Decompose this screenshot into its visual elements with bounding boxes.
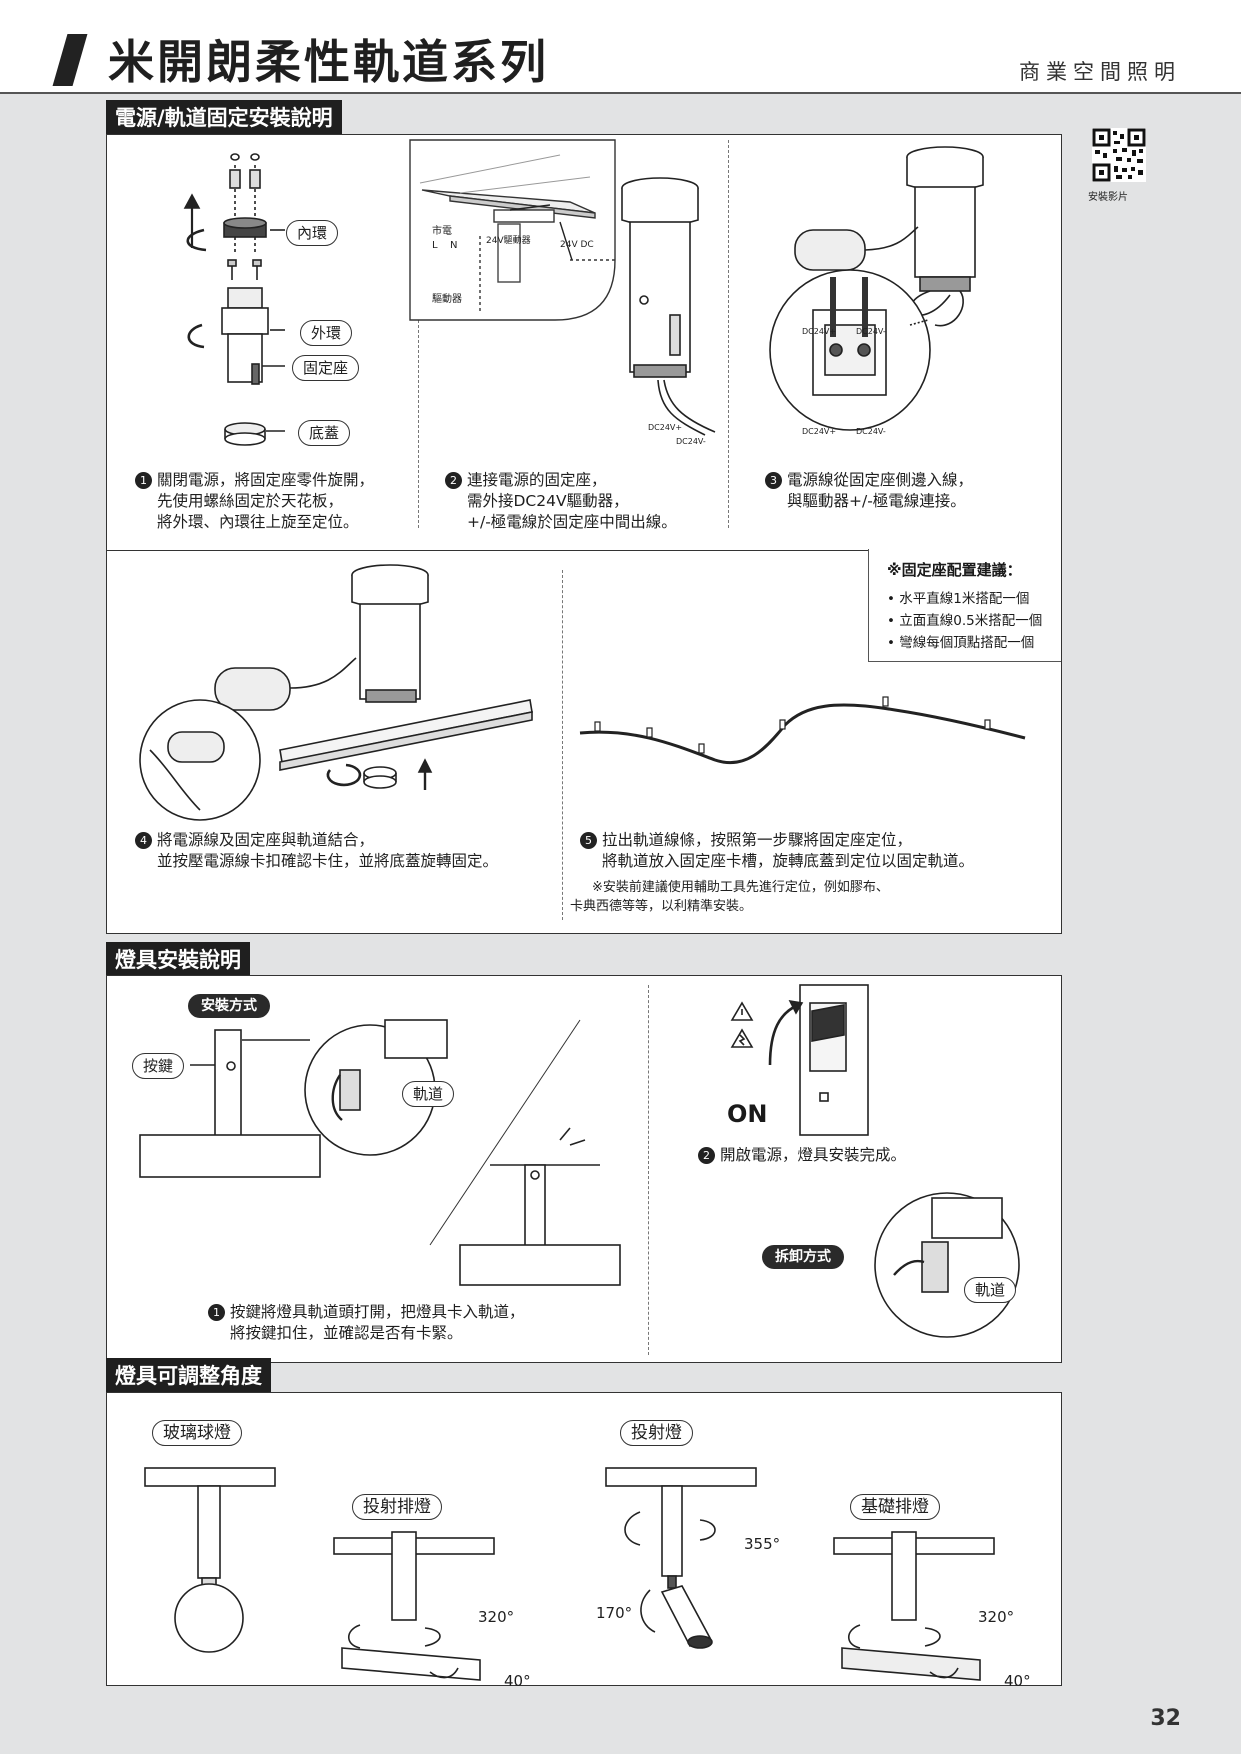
caption-line: 按鍵將燈具軌道頭打開，把燈具卡入軌道， <box>230 1303 525 1321</box>
qr-code-icon[interactable] <box>1092 128 1146 182</box>
mount-exploded-diagram <box>183 153 285 446</box>
recommend-item: • 彎線每個頂點搭配一個 <box>887 635 1035 651</box>
installation-note: ※安裝前建議使用輔助工具先進行定位，例如膠布、 卡典西德等等，以利精準安裝。 <box>570 878 889 916</box>
wire-label-dc24-plus: DC24V+ <box>648 423 683 432</box>
caption-line: 連接電源的固定座， <box>467 471 607 489</box>
page-title: 米開朗柔性軌道系列 <box>108 35 549 89</box>
step3-caption: 3 電源線從固定座側邊入線， 與驅動器+/-極電線連接。 <box>765 470 973 512</box>
part-label-outer-ring: 外環 <box>300 320 353 346</box>
wiring-label-l: L <box>432 240 438 251</box>
recommend-title: ※固定座配置建議： <box>887 561 1022 579</box>
button-label: 按鍵 <box>132 1053 185 1079</box>
step-number: 3 <box>765 472 782 489</box>
caption-line: 將電源線及固定座與軌道結合， <box>157 831 375 849</box>
mount-with-wires <box>621 177 716 436</box>
step1-caption: 1 關閉電源，將固定座零件旋開， 先使用螺絲固定於天花板， 將外環、內環往上旋至定… <box>135 470 374 533</box>
on-label: ON <box>727 1100 768 1128</box>
spot-bar-lamp-diagram <box>333 1531 495 1681</box>
qr-caption: 安裝影片 <box>1088 192 1128 203</box>
caption-line: 拉出軌道線條，按照第一步驟將固定座定位， <box>602 831 913 849</box>
caption-line: 將外環、內環往上旋至定位。 <box>157 513 359 531</box>
diagonal-hint-lines <box>419 154 591 194</box>
page-header: 米開朗柔性軌道系列 商業空間照明 <box>0 0 1241 94</box>
wiring-label-mains: 市電 <box>432 226 452 237</box>
wiring-diagram <box>409 139 616 321</box>
part-label-mount: 固定座 <box>292 355 360 381</box>
track-label: 軌道 <box>402 1081 455 1107</box>
fixture-step1-caption: 1 按鍵將燈具軌道頭打開，把燈具卡入軌道， 將按鍵扣住，並確認是否有卡緊。 <box>208 1302 525 1344</box>
step-number: 4 <box>135 832 152 849</box>
angle-basic-bar-rotation: 320° <box>978 1608 1015 1626</box>
angle-basic-bar-tilt: 40° <box>1004 1672 1031 1690</box>
recommend-item: • 水平直線1米搭配一個 <box>887 591 1030 607</box>
track-label: 軌道 <box>964 1277 1017 1303</box>
page-number: 32 <box>1150 1706 1181 1731</box>
step-number: 1 <box>208 1304 225 1321</box>
part-label-cover: 底蓋 <box>298 420 351 446</box>
step-number: 5 <box>580 832 597 849</box>
install-method-label: 安裝方式 <box>188 994 270 1018</box>
curved-track-diagram <box>579 696 1026 765</box>
caption-line: +/-極電線於固定座中間出線。 <box>467 513 677 531</box>
section-label-adjustable-angle: 燈具可調整角度 <box>106 1358 271 1394</box>
note-line: ※安裝前建議使用輔助工具先進行定位，例如膠布、 <box>592 880 889 895</box>
glass-ball-lamp-diagram <box>144 1467 276 1653</box>
step-number: 2 <box>445 472 462 489</box>
caption-line: 將按鍵扣住，並確認是否有卡緊。 <box>230 1324 463 1342</box>
track-attach-diagram <box>139 564 533 821</box>
wiring-label-n: N <box>450 240 458 251</box>
section-label-fixture-install: 燈具安裝說明 <box>106 942 250 978</box>
step-number: 1 <box>135 472 152 489</box>
angle-spot-bar-rotation: 320° <box>478 1608 515 1626</box>
type-label-glass-ball: 玻璃球燈 <box>152 1420 242 1446</box>
caption-line: 開啟電源，燈具安裝完成。 <box>720 1146 907 1164</box>
angle-spot-rotation: 355° <box>744 1535 781 1553</box>
fixture-install-diagram <box>139 1019 621 1286</box>
caption-line: 關閉電源，將固定座零件旋開， <box>157 471 375 489</box>
divider <box>728 140 729 528</box>
remove-detail-diagram <box>874 1192 1020 1338</box>
caption-line: 電源線從固定座側邊入線， <box>787 471 974 489</box>
fixture-step2-caption: 2 開啟電源，燈具安裝完成。 <box>698 1145 906 1166</box>
caption-line: 並按壓電源線卡扣確認卡住，並將底蓋旋轉固定。 <box>157 852 499 870</box>
note-line: 卡典西德等等，以利精準安裝。 <box>570 899 753 914</box>
step2-caption: 2 連接電源的固定座， 需外接DC24V驅動器， +/-極電線於固定座中間出線。 <box>445 470 677 533</box>
divider <box>418 140 419 528</box>
category-label: 商業空間照明 <box>1019 60 1181 84</box>
title-slash-mark <box>52 34 88 86</box>
remove-method-label: 拆卸方式 <box>762 1245 844 1269</box>
caption-line: 需外接DC24V驅動器， <box>467 492 629 510</box>
type-label-spot: 投射燈 <box>620 1420 693 1446</box>
wiring-label-24v-dc: 24V DC <box>560 240 594 250</box>
wire-label-dc24-minus: DC24V- <box>676 437 706 446</box>
wire-label-dc24-minus: DC24V- <box>856 427 886 436</box>
spot-lamp-diagram <box>605 1467 757 1649</box>
step-number: 2 <box>698 1147 715 1164</box>
recommend-item: • 立面直線0.5米搭配一個 <box>887 613 1043 629</box>
wiring-label-24v-driver: 24V驅動器 <box>486 236 531 246</box>
power-switch-diagram <box>730 984 869 1136</box>
basic-bar-lamp-diagram <box>833 1531 995 1681</box>
side-entry-diagram <box>769 146 984 431</box>
divider <box>562 570 563 920</box>
wire-label-dc24-minus: DC24V- <box>856 327 886 336</box>
caption-line: 將軌道放入固定座卡槽，旋轉底蓋到定位以固定軌道。 <box>602 852 975 870</box>
mount-placement-recommendation: ※固定座配置建議： • 水平直線1米搭配一個 • 立面直線0.5米搭配一個 • … <box>868 549 1061 662</box>
caption-line: 先使用螺絲固定於天花板， <box>157 492 344 510</box>
angle-spot-tilt: 170° <box>596 1604 633 1622</box>
angle-spot-bar-tilt: 40° <box>504 1672 531 1690</box>
divider <box>648 985 649 1355</box>
step4-caption: 4 將電源線及固定座與軌道結合， 並按壓電源線卡扣確認卡住，並將底蓋旋轉固定。 <box>135 830 498 872</box>
wire-label-dc24-plus: DC24V+ <box>802 327 837 336</box>
type-label-basic-bar: 基礎排燈 <box>850 1494 940 1520</box>
section-label-power-track: 電源/軌道固定安裝說明 <box>106 100 342 136</box>
wire-label-dc24-plus: DC24V+ <box>802 427 837 436</box>
part-label-inner-ring: 內環 <box>286 220 339 246</box>
step5-caption: 5 拉出軌道線條，按照第一步驟將固定座定位， 將軌道放入固定座卡槽，旋轉底蓋到定位… <box>580 830 974 872</box>
type-label-spot-bar: 投射排燈 <box>352 1494 442 1520</box>
caption-line: 與驅動器+/-極電線連接。 <box>787 492 966 510</box>
wiring-label-driver: 驅動器 <box>432 294 462 305</box>
